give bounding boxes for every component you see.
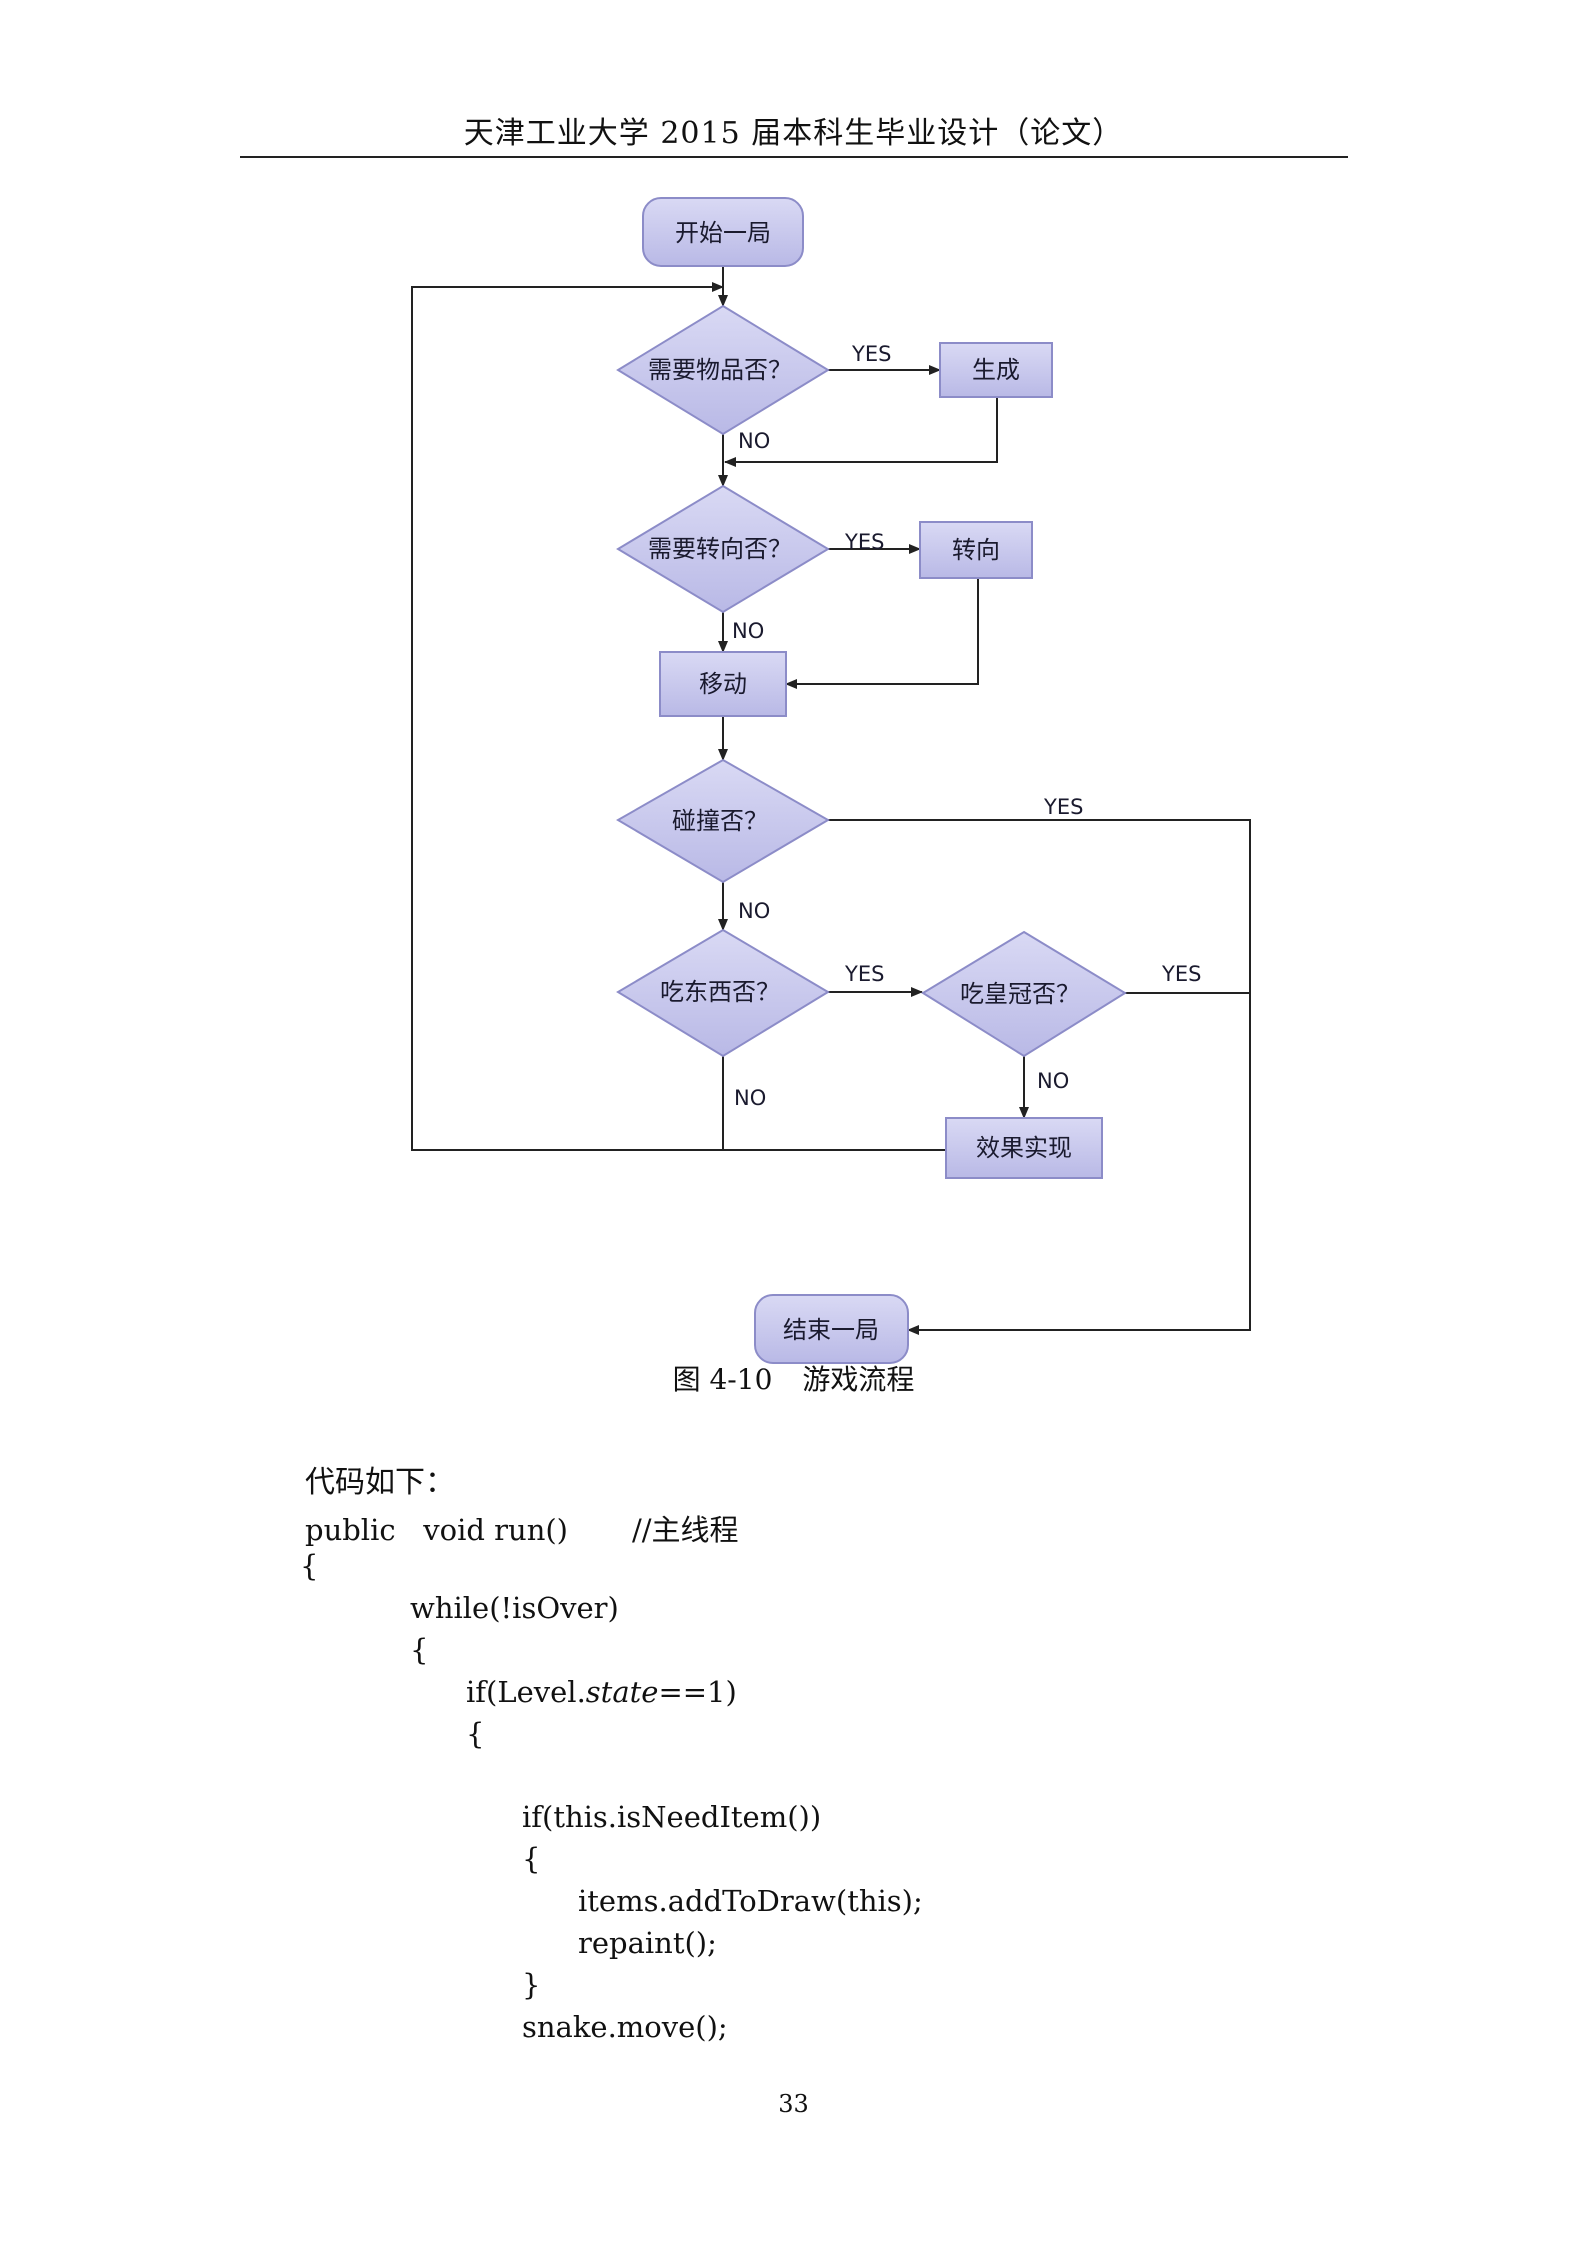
node-move-label: 移动 xyxy=(699,670,747,698)
edge-label-item-no: NO xyxy=(738,429,770,453)
node-generate-label: 生成 xyxy=(972,356,1020,384)
game-flowchart: 开始一局 需要物品否？ 生成 需要转向否？ 转向 移动 碰撞否？ 吃东西否？ 吃… xyxy=(411,197,1251,1364)
node-crown-label: 吃皇冠否？ xyxy=(960,980,1080,1008)
edge-label-eat-no: NO xyxy=(734,1086,766,1110)
code-text-italic: state xyxy=(585,1675,659,1709)
code-line: items.addToDraw(this); xyxy=(578,1884,923,1918)
edge-label-crown-yes: YES xyxy=(1161,962,1201,986)
code-line: } xyxy=(522,1968,541,2002)
node-eat: 吃东西否？ xyxy=(616,928,830,1058)
code-line: snake.move(); xyxy=(522,2010,728,2044)
node-end: 结束一局 xyxy=(754,1294,909,1364)
node-start-label: 开始一局 xyxy=(675,219,771,247)
edge-label-collide-yes: YES xyxy=(1043,795,1083,819)
node-collide-label: 碰撞否？ xyxy=(672,807,768,835)
edge-turn-return xyxy=(785,578,979,689)
node-need-turn-label: 需要转向否？ xyxy=(648,535,792,563)
code-text: ==1) xyxy=(658,1675,737,1709)
code-line: if(Level.state==1) xyxy=(466,1675,737,1709)
figure-number: 图 4-10 xyxy=(672,1363,773,1396)
node-turn-label: 转向 xyxy=(952,536,1000,564)
node-need-turn: 需要转向否？ xyxy=(616,484,830,614)
figure-caption: 图 4-10 游戏流程 xyxy=(0,1358,1587,1398)
flow-connectors xyxy=(411,266,1251,1335)
edge-loop-back xyxy=(411,282,946,1151)
node-turn: 转向 xyxy=(919,521,1033,579)
edge-label-crown-no: NO xyxy=(1037,1069,1069,1093)
edge-collide-yes xyxy=(828,819,1251,1335)
code-line: { xyxy=(466,1717,485,1751)
node-effect: 效果实现 xyxy=(945,1117,1103,1179)
edge-label-turn-no: NO xyxy=(732,619,764,643)
node-collide: 碰撞否？ xyxy=(616,758,830,884)
page-number: 33 xyxy=(778,2090,809,2118)
code-line: while(!isOver) xyxy=(410,1591,619,1625)
code-line: { xyxy=(522,1842,541,1876)
edge-label-collide-no: NO xyxy=(738,899,770,923)
edge-label-item-yes: YES xyxy=(851,342,891,366)
node-need-item-label: 需要物品否？ xyxy=(648,356,792,384)
code-line: repaint(); xyxy=(578,1926,717,1960)
code-line: { xyxy=(410,1633,429,1667)
node-start: 开始一局 xyxy=(642,197,804,267)
code-text: public void run() xyxy=(305,1513,568,1547)
code-text: if(Level. xyxy=(466,1675,586,1709)
node-end-label: 结束一局 xyxy=(783,1316,879,1344)
node-crown: 吃皇冠否？ xyxy=(921,930,1127,1058)
code-comment: //主线程 xyxy=(632,1513,739,1547)
code-intro: 代码如下： xyxy=(305,1465,455,1500)
header-rule xyxy=(240,156,1348,158)
edge-generate-return xyxy=(724,397,998,467)
node-effect-label: 效果实现 xyxy=(976,1134,1072,1162)
node-eat-label: 吃东西否？ xyxy=(660,978,780,1006)
node-move: 移动 xyxy=(659,651,787,717)
code-line: if(this.isNeedItem()) xyxy=(522,1800,822,1834)
node-need-item: 需要物品否？ xyxy=(616,304,830,436)
code-line: { xyxy=(300,1549,319,1583)
node-generate: 生成 xyxy=(939,342,1053,398)
code-line: public void run() //主线程 xyxy=(305,1507,739,1549)
edge-label-turn-yes: YES xyxy=(844,530,884,554)
edge-label-eat-yes: YES xyxy=(844,962,884,986)
page-header: 天津工业大学 2015 届本科生毕业设计（论文） xyxy=(463,116,1124,151)
figure-title: 游戏流程 xyxy=(802,1363,915,1396)
